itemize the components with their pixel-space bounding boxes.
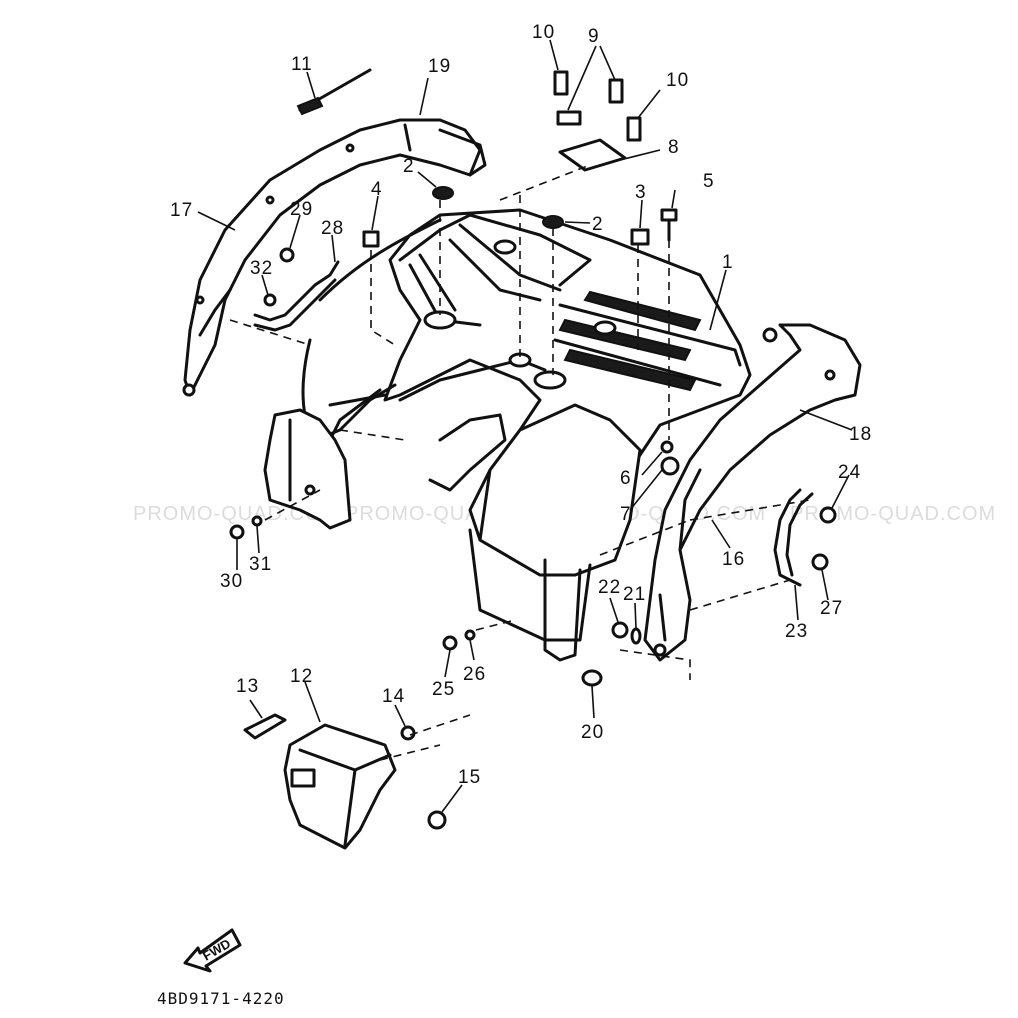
callout-17: 17 — [170, 200, 193, 221]
callout-9: 9 — [588, 26, 600, 47]
callout-13: 13 — [236, 676, 259, 697]
callout-22: 22 — [598, 577, 621, 598]
small-parts — [229, 68, 837, 830]
callout-23: 23 — [785, 621, 808, 642]
callout-6: 6 — [620, 468, 632, 489]
callout-2-right: 2 — [592, 214, 604, 235]
callout-8: 8 — [668, 137, 680, 158]
callout-10-left: 10 — [532, 22, 555, 43]
callout-29: 29 — [290, 199, 313, 220]
callout-32: 32 — [250, 258, 273, 279]
callout-26: 26 — [463, 664, 486, 685]
callout-28: 28 — [321, 218, 344, 239]
callout-27: 27 — [820, 598, 843, 619]
fwd-arrow-icon: FWD — [183, 928, 242, 973]
callout-19: 19 — [428, 56, 451, 77]
rear-fender-body — [301, 208, 752, 662]
callout-30: 30 — [220, 571, 243, 592]
bracket-28 — [253, 260, 340, 332]
callout-12: 12 — [290, 666, 313, 687]
callout-5: 5 — [703, 171, 715, 192]
callout-16: 16 — [722, 549, 745, 570]
callout-15: 15 — [458, 767, 481, 788]
tool-box — [283, 723, 397, 850]
callout-24: 24 — [838, 462, 861, 483]
callout-31: 31 — [249, 554, 272, 575]
callout-4: 4 — [371, 179, 383, 200]
callouts: 11 19 10 9 10 8 2 2 3 5 4 17 29 28 32 1 … — [170, 22, 872, 788]
watermark-4: PROMO-QUAD.COM — [790, 503, 996, 525]
callout-3: 3 — [635, 182, 647, 203]
left-mudflap — [263, 408, 352, 530]
watermark-1: PROMO-QUAD.COM — [133, 503, 339, 525]
callout-10-right: 10 — [666, 70, 689, 91]
callout-20: 20 — [581, 722, 604, 743]
callout-25: 25 — [432, 679, 455, 700]
callout-11: 11 — [291, 54, 313, 75]
callout-7: 7 — [620, 504, 632, 525]
right-fender-flap — [643, 323, 862, 662]
callout-18: 18 — [849, 424, 872, 445]
left-fender-flap — [182, 118, 487, 397]
callout-1: 1 — [722, 252, 734, 273]
document-code: 4BD9171-4220 — [157, 989, 285, 1008]
callout-14: 14 — [382, 686, 405, 707]
assembly-lines — [229, 164, 811, 761]
leader-lines — [197, 39, 853, 813]
callout-2-left: 2 — [403, 156, 415, 177]
callout-21: 21 — [623, 584, 646, 605]
